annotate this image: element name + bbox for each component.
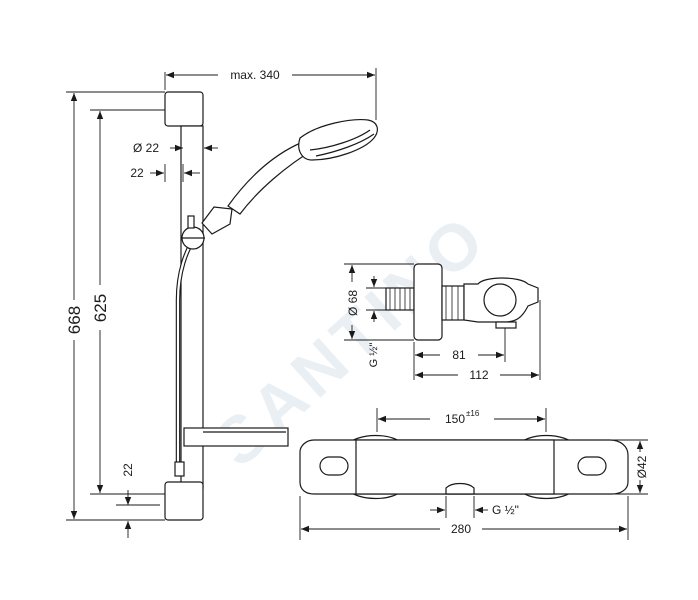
wall-offset-bottom-label: 22 — [121, 463, 135, 477]
height-inner-label: 625 — [91, 294, 110, 322]
connector-diameter-label: Ø 68 — [346, 290, 360, 316]
connector — [385, 263, 539, 341]
hose-connector — [174, 461, 185, 477]
thermostat-outlet-label: G ½" — [492, 503, 519, 517]
pipe-diameter-label: Ø 22 — [133, 141, 159, 155]
connector-nut — [441, 285, 465, 321]
connector-dimension-labels: Ø 68 G ½" 81 112 — [346, 290, 489, 382]
thermostat-dimension-labels: 150 ±16 Ø42 G ½" 280 — [445, 409, 649, 536]
wall-offset-top-label: 22 — [130, 166, 144, 180]
connector-depth-long-label: 112 — [469, 368, 488, 382]
handshower-head — [298, 119, 378, 161]
connector-depth-short-label: 81 — [452, 348, 466, 362]
thermostat-dimensions — [299, 408, 648, 540]
thermostat — [299, 435, 629, 499]
handshower-holder — [201, 206, 233, 235]
shower-dimensions — [66, 68, 377, 538]
thermostat-diameter-label: Ø42 — [635, 455, 649, 478]
connector-thread-label: G ½" — [368, 343, 380, 368]
thermostat-length-label: 280 — [451, 522, 471, 536]
max-width-label: max. 340 — [230, 68, 280, 82]
shower-dimension-labels: max. 340 668 625 Ø 22 22 22 — [65, 68, 280, 477]
soap-dish — [183, 427, 289, 447]
connector-rosette — [413, 263, 443, 341]
thermostat-outlet — [445, 482, 475, 495]
thermostat-tolerance-label: ±16 — [466, 409, 480, 418]
bottom-wall-bracket — [164, 481, 204, 521]
left-control-knob — [319, 456, 349, 476]
right-control-knob — [577, 456, 607, 476]
thermostat-spacing-label: 150 — [445, 412, 465, 426]
top-wall-bracket — [164, 91, 204, 127]
connector-dimensions — [344, 263, 541, 380]
shower-set — [164, 91, 378, 521]
height-outer-label: 668 — [65, 306, 84, 334]
